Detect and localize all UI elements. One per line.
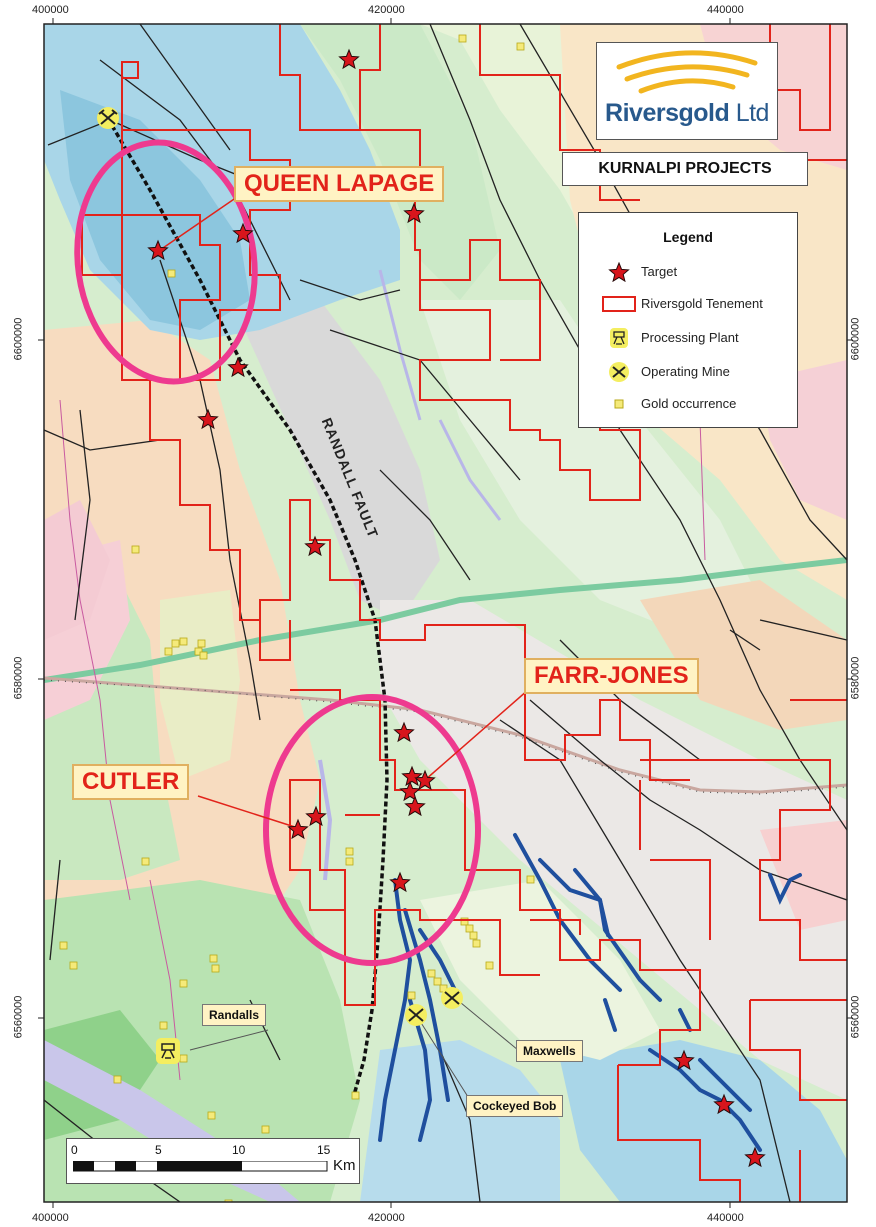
top-axis-label: 420000 — [368, 4, 405, 16]
maxwells-leader — [454, 997, 519, 1051]
target-star — [393, 721, 415, 743]
queen-lapage-callout: QUEEN LAPAGE — [234, 166, 445, 202]
cutler-leader — [197, 795, 299, 829]
target-star — [404, 795, 426, 817]
legend-label: Gold occurrence — [641, 396, 737, 411]
legend-row-tenement: Riversgold Tenement — [579, 293, 797, 315]
target-star — [744, 1146, 766, 1168]
target-star — [197, 408, 219, 430]
map-frame — [43, 23, 848, 1203]
target-star — [401, 765, 423, 787]
legend-row-gold: Gold occurrence — [579, 393, 797, 415]
axis-ticks — [38, 18, 853, 1208]
farr-jones-callout: FARR-JONES — [524, 658, 699, 694]
target-star — [338, 48, 360, 70]
target-star — [673, 1049, 695, 1071]
company-name-suffix: Ltd — [729, 99, 770, 127]
company-name-bold: Riversgold — [605, 99, 730, 127]
top-axis-label: 440000 — [707, 4, 744, 16]
right-axis-label: 6560000 — [849, 995, 862, 1039]
star-icon — [608, 262, 630, 282]
target-star — [713, 1093, 735, 1115]
scale-tick: 0 — [71, 1143, 78, 1157]
legend-label: Operating Mine — [641, 364, 730, 379]
target-star — [414, 769, 436, 791]
farr-jones-leader — [424, 689, 529, 781]
cutler-farr-jones-ellipse — [263, 694, 481, 966]
operating-mine-icon — [441, 987, 463, 1009]
target-star — [147, 239, 169, 261]
bottom-axis-label: 420000 — [368, 1212, 405, 1224]
legend-label: Riversgold Tenement — [641, 296, 763, 311]
scale-bar: 0 5 10 15 Km — [66, 1138, 360, 1184]
randalls-leader — [189, 1029, 269, 1051]
target-star — [304, 535, 326, 557]
company-name: Riversgold Ltd — [597, 99, 777, 128]
scale-segments — [73, 1161, 328, 1172]
scale-tick: 10 — [232, 1143, 246, 1157]
target-star — [403, 202, 425, 224]
target-star — [227, 356, 249, 378]
legend-label: Target — [641, 264, 678, 279]
left-axis-label: 6600000 — [12, 317, 25, 361]
cutler-callout: CUTLER — [72, 764, 190, 800]
target-star — [399, 780, 421, 802]
legend-row-target: Target — [579, 261, 797, 283]
bottom-axis-label: 400000 — [32, 1212, 69, 1224]
left-axis-label: 6560000 — [12, 995, 25, 1039]
legend-row-plant: Processing Plant — [579, 327, 797, 349]
right-axis-label: 6600000 — [849, 317, 862, 361]
operating-mine-icon — [405, 1004, 427, 1026]
scale-tick: 15 — [317, 1143, 331, 1157]
processing-plant-icon — [610, 328, 628, 348]
top-axis-label: 400000 — [32, 4, 69, 16]
legend-row-mine: Operating Mine — [579, 361, 797, 383]
gold-square-icon — [614, 399, 624, 409]
target-stars — [147, 48, 766, 1168]
operating-mine-icon — [97, 107, 119, 129]
cockeyed-bob-leader — [417, 1017, 471, 1101]
target-star — [389, 871, 411, 893]
processing-plant-icon — [156, 1038, 180, 1064]
target-star — [305, 805, 327, 827]
legend: Legend Target Riversgold Tenement Proces… — [578, 212, 798, 428]
maxwells-label: Maxwells — [516, 1040, 583, 1062]
scale-unit: Km — [333, 1157, 356, 1174]
target-star — [232, 222, 254, 244]
scale-tick: 5 — [155, 1143, 162, 1157]
tenement-box-icon — [602, 296, 636, 312]
company-logo: Riversgold Ltd — [596, 42, 778, 140]
geology-layer — [44, 24, 847, 1202]
gold-occurrences — [59, 34, 535, 1202]
tenement-boundaries — [81, 24, 847, 1202]
logo-arcs-icon — [616, 50, 758, 94]
cockeyed-bob-label: Cockeyed Bob — [466, 1095, 564, 1117]
project-title: KURNALPI PROJECTS — [562, 152, 808, 186]
queen-lapage-ellipse — [74, 139, 258, 385]
bottom-axis-label: 440000 — [707, 1212, 744, 1224]
queen-lapage-leader — [159, 194, 241, 251]
left-axis-label: 6580000 — [12, 656, 25, 700]
legend-title: Legend — [663, 229, 713, 245]
right-axis-label: 6580000 — [849, 656, 862, 700]
operating-mine-icon — [609, 362, 629, 382]
target-star — [287, 818, 309, 840]
randalls-label: Randalls — [202, 1004, 267, 1026]
legend-label: Processing Plant — [641, 330, 739, 345]
